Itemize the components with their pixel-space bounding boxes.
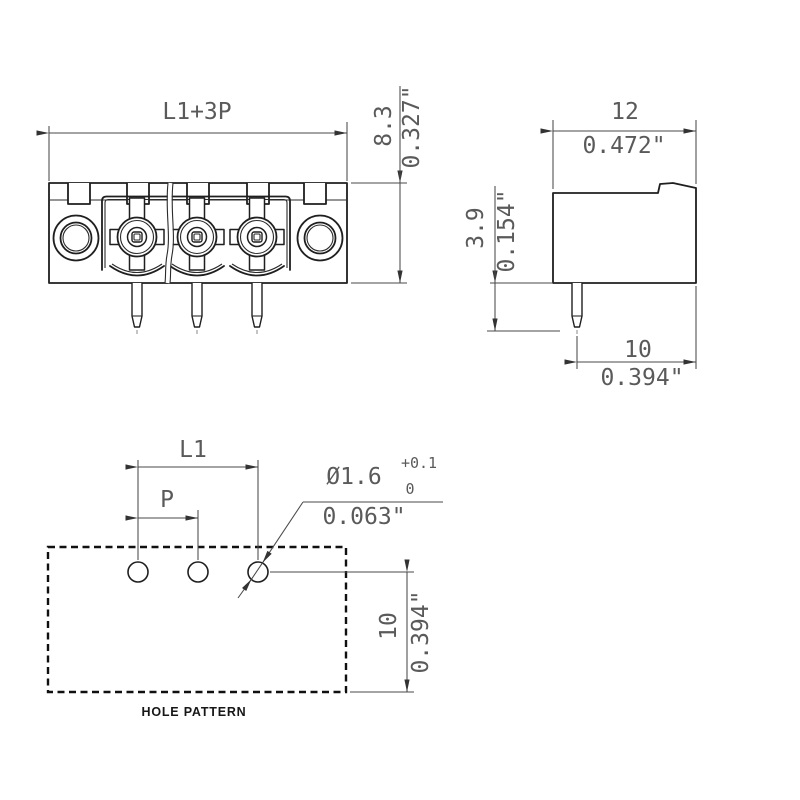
dim-hole-span: L1 (125, 437, 259, 560)
side-width-mm: 12 (611, 99, 639, 125)
side-solder-pin (571, 283, 583, 334)
hole-pattern-view: L1 P Ø1.6 +0.1 0 0.063" 10 0.394" HOL (46, 437, 443, 719)
terminal-contact (109, 197, 165, 271)
dim-front-width: L1+3P (36, 99, 348, 181)
hole-pitch-label: P (160, 487, 174, 513)
break-gap (165, 182, 173, 284)
hole-dia-tol-lower: 0 (405, 480, 414, 498)
board-outline-dashed (46, 545, 348, 694)
front-width-label: L1+3P (162, 99, 231, 125)
dim-hole-offset: 10 0.394" (270, 559, 434, 693)
cavity-scallop-inner (171, 263, 223, 274)
mounting-hole (247, 561, 269, 583)
band-slot (303, 183, 327, 205)
pin-length-mm: 3.9 (463, 207, 489, 249)
dim-side-width: 12 0.472" (540, 99, 697, 189)
break-line (164, 182, 169, 284)
band-slot (67, 183, 91, 205)
front-height-in: 0.327" (399, 85, 425, 168)
pin-length-in: 0.154" (494, 189, 520, 272)
side-width-in: 0.472" (582, 133, 665, 159)
dim-front-height: 8.3 0.327" (351, 85, 425, 284)
front-view: L1+3P 8.3 0.327" (36, 85, 425, 334)
solder-pin (131, 283, 143, 334)
dim-side-depth: 10 0.394" (564, 286, 697, 391)
side-body-outline (552, 182, 697, 284)
hole-dia-in: 0.063" (322, 504, 405, 530)
dim-hole-diameter: Ø1.6 +0.1 0 0.063" (237, 454, 443, 599)
front-height-mm: 8.3 (371, 105, 397, 147)
dim-hole-pitch: P (125, 487, 199, 560)
cavity-scallop-inner (231, 263, 283, 274)
side-depth-mm: 10 (624, 337, 652, 363)
solder-pin (191, 283, 203, 334)
cavity-scallop (109, 265, 165, 277)
hole-span-label: L1 (179, 437, 207, 463)
cavity-outline (101, 195, 291, 271)
cavity-scallop-inner (111, 263, 163, 274)
side-view: 12 0.472" 3.9 0.154" 10 0.394" (463, 99, 697, 391)
break-line (169, 182, 174, 284)
terminal-contact (229, 197, 285, 271)
solder-pin (251, 283, 263, 334)
terminal-contact (169, 197, 225, 271)
dim-pin-length: 3.9 0.154" (463, 186, 560, 332)
mounting-hole (187, 561, 209, 583)
hole-offset-in: 0.394" (408, 590, 434, 673)
hole-dia-mm: Ø1.6 (326, 464, 381, 490)
hole-pattern-caption: HOLE PATTERN (142, 705, 247, 719)
mounting-hole (127, 561, 149, 583)
hole-offset-mm: 10 (376, 612, 402, 640)
cavity-scallop (169, 265, 225, 277)
hole-dia-tol-upper: +0.1 (401, 454, 437, 472)
flange-hole-right (296, 214, 344, 262)
side-depth-in: 0.394" (600, 365, 683, 391)
cavity-scallop (229, 265, 285, 277)
flange-hole-left (52, 214, 100, 262)
